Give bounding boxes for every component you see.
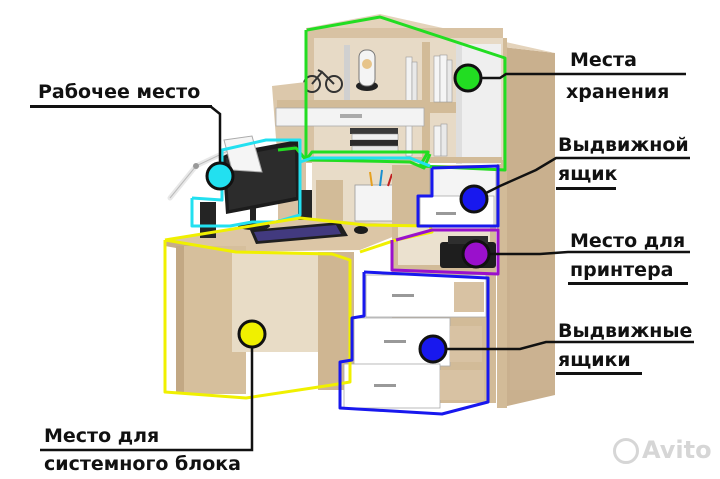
- system-unit-zone-outline: [163, 238, 352, 400]
- drawers-zone-outline: [338, 270, 490, 416]
- label-system-unit-1: Место для: [44, 425, 160, 447]
- label-drawer-single-2: ящик: [558, 163, 618, 185]
- zone-outlines: [163, 15, 507, 416]
- keyboard-icon: [250, 222, 368, 244]
- avito-logo-icon: [613, 438, 639, 464]
- watermark-text: Avito: [642, 436, 712, 464]
- underline-drawers-multi: [556, 372, 642, 375]
- label-drawer-single-1: Выдвижной: [558, 134, 689, 156]
- workplace-marker: [205, 161, 235, 191]
- markers: [205, 63, 491, 364]
- label-storage-1: Места: [570, 49, 637, 71]
- drawer-pedestal: [343, 165, 497, 409]
- underline-workplace: [30, 105, 212, 108]
- underline-drawer-single: [556, 187, 616, 190]
- drawer-marker: [459, 184, 489, 214]
- label-storage-2: хранения: [566, 81, 670, 103]
- system-unit-marker: [237, 319, 267, 349]
- underline-printer: [568, 282, 688, 285]
- label-workplace: Рабочее место: [38, 81, 201, 103]
- label-drawers-multi-2: ящики: [558, 349, 631, 371]
- avito-watermark: Avito: [613, 436, 712, 464]
- leader-lines: [40, 72, 694, 452]
- desk-lamp: [167, 135, 263, 201]
- label-system-unit-2: системного блока: [44, 453, 241, 475]
- label-printer-2: принтера: [570, 259, 674, 281]
- drawer-zone-outline: [416, 164, 500, 228]
- label-drawers-multi-1: Выдвижные: [558, 320, 693, 342]
- drawers-marker: [418, 334, 448, 364]
- printer-zone-outline: [390, 228, 500, 276]
- storage-marker: [453, 63, 483, 93]
- workplace-zone-outline-2: [299, 156, 431, 168]
- lamp-icon: [356, 49, 378, 91]
- printer-marker: [461, 239, 491, 269]
- storage-zone-outline-2: [277, 146, 432, 170]
- label-printer-1: Место для: [570, 230, 686, 252]
